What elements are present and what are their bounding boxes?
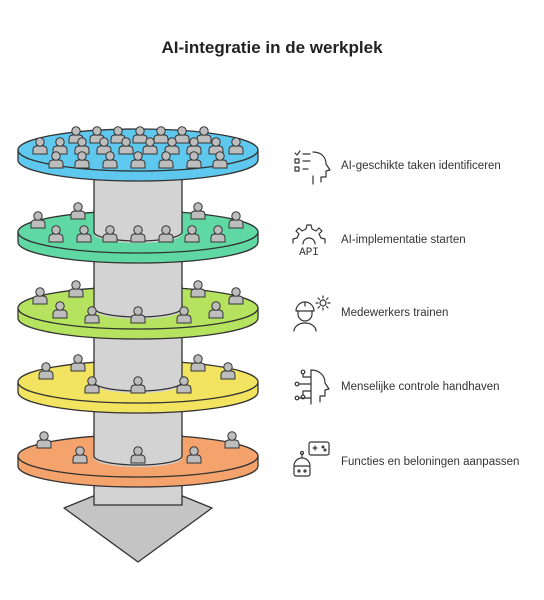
person-icon (208, 301, 224, 319)
person-icon (190, 354, 206, 372)
disc-1 (17, 126, 259, 182)
person-icon (142, 137, 158, 155)
api-gear-icon: API (292, 224, 326, 259)
person-icon (96, 137, 112, 155)
robot-game-icon (293, 441, 330, 477)
person-icon (210, 225, 226, 243)
person-icon (132, 126, 148, 144)
step-label-3: Medewerkers trainen (341, 307, 448, 319)
person-icon (32, 287, 48, 305)
circuit-head-icon (294, 369, 330, 405)
person-icon (74, 137, 90, 155)
person-icon (30, 211, 46, 229)
discs (17, 126, 259, 488)
person-icon (84, 306, 100, 324)
person-icon (224, 431, 240, 449)
person-icon (74, 151, 90, 169)
person-icon (228, 211, 244, 229)
person-icon (158, 225, 174, 243)
person-icon (72, 446, 88, 464)
person-icon (228, 137, 244, 155)
person-icon (102, 225, 118, 243)
step-label-2: AI-implementatie starten (341, 234, 466, 246)
task-list-head-icon (294, 150, 331, 185)
person-icon (228, 287, 244, 305)
person-icon (130, 376, 146, 394)
person-icon (186, 151, 202, 169)
disc-4 (17, 354, 259, 414)
person-icon (84, 376, 100, 394)
person-icon (38, 362, 54, 380)
person-icon (130, 151, 146, 169)
step-label-5: Functies en beloningen aanpassen (341, 456, 519, 468)
step-label-1: AI-geschikte taken identificeren (341, 160, 501, 172)
person-icon (184, 225, 200, 243)
person-icon (176, 376, 192, 394)
person-icon (48, 151, 64, 169)
api-text: API (299, 247, 319, 259)
labels: AI-geschikte taken identificeren AI-impl… (341, 160, 519, 468)
person-icon (174, 126, 190, 144)
disc-2 (17, 202, 259, 264)
person-icon (32, 137, 48, 155)
person-icon (130, 225, 146, 243)
person-icon (190, 280, 206, 298)
diagram-title: AI-integratie in de werkplek (161, 38, 383, 57)
person-icon (36, 431, 52, 449)
disc-3 (17, 280, 259, 340)
person-icon (68, 280, 84, 298)
person-icon (176, 306, 192, 324)
person-icon (70, 354, 86, 372)
person-icon (70, 202, 86, 220)
person-icon (102, 151, 118, 169)
person-icon (196, 126, 212, 144)
person-icon (220, 362, 236, 380)
person-icon (190, 202, 206, 220)
person-icon (130, 306, 146, 324)
person-icon (186, 446, 202, 464)
worker-gear-icon (293, 295, 331, 332)
person-icon (76, 225, 92, 243)
person-icon (212, 151, 228, 169)
person-icon (52, 301, 68, 319)
disc-5 (17, 431, 259, 488)
person-icon (153, 126, 169, 144)
person-icon (130, 446, 146, 464)
person-icon (118, 137, 134, 155)
step-label-4: Menselijke controle handhaven (341, 381, 500, 393)
person-icon (48, 225, 64, 243)
person-icon (158, 151, 174, 169)
person-icon (186, 137, 202, 155)
person-icon (164, 137, 180, 155)
